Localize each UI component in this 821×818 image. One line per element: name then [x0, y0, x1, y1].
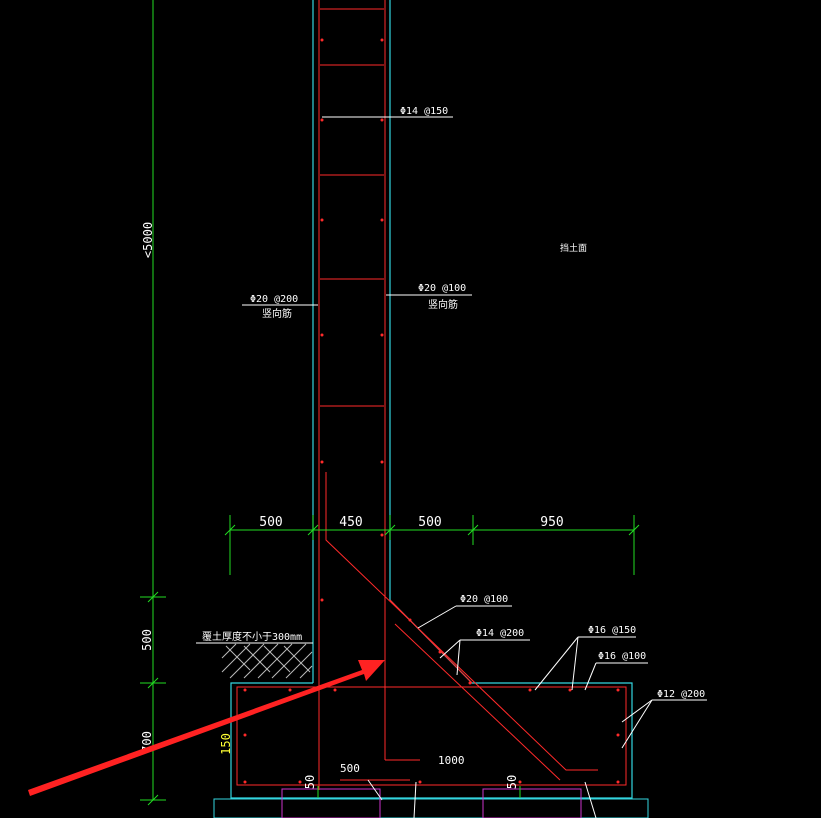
wall-outline [230, 0, 633, 799]
label-inner-1000: 1000 [438, 754, 465, 767]
dim-h-950: 950 [540, 515, 563, 530]
dim-base-50-a: 50 [303, 775, 317, 789]
dim-h-500-a: 500 [259, 515, 282, 530]
dim-base-50-b: 50 [505, 775, 519, 789]
label-rebar-vert-left-sub: 竖向筋 [262, 307, 292, 320]
label-soil-face: 挡土面 [560, 242, 587, 254]
dim-left-500: 500 [140, 629, 154, 651]
label-rebar-top: Φ14 @150 [400, 106, 448, 117]
horizontal-dimension [224, 515, 640, 575]
cover-soil-hatch [196, 642, 313, 679]
label-rebar-vert-right-sub: 竖向筋 [428, 298, 458, 311]
label-inner-500: 500 [340, 762, 360, 775]
label-haunch-dist: Φ14 @200 [476, 628, 524, 639]
annotation-arrow [28, 660, 385, 796]
label-base-top-1: Φ16 @150 [588, 625, 636, 636]
dim-h-500-b: 500 [418, 515, 441, 530]
base-rebar [236, 623, 627, 786]
label-haunch-main: Φ20 @100 [460, 594, 508, 605]
label-rebar-vert-left: Φ20 @200 [250, 294, 298, 305]
leader-lines [242, 116, 707, 818]
pile-caps [281, 788, 582, 818]
vertical-dimension [140, 0, 166, 806]
cover-soil-label: 覆土厚度不小于300mm [202, 630, 302, 643]
rebar-dots [243, 38, 620, 784]
dim-h-450: 450 [339, 515, 362, 530]
label-base-top-2: Φ16 @100 [598, 651, 646, 662]
base-small-dims [317, 786, 521, 798]
label-base-side: Φ12 @200 [657, 689, 705, 700]
label-rebar-vert-right: Φ20 @100 [418, 283, 466, 294]
dim-height-total: <5000 [141, 222, 155, 258]
dim-base-150: 150 [219, 733, 233, 755]
wall-rebar [318, 0, 598, 790]
blinding-layer [213, 798, 649, 818]
